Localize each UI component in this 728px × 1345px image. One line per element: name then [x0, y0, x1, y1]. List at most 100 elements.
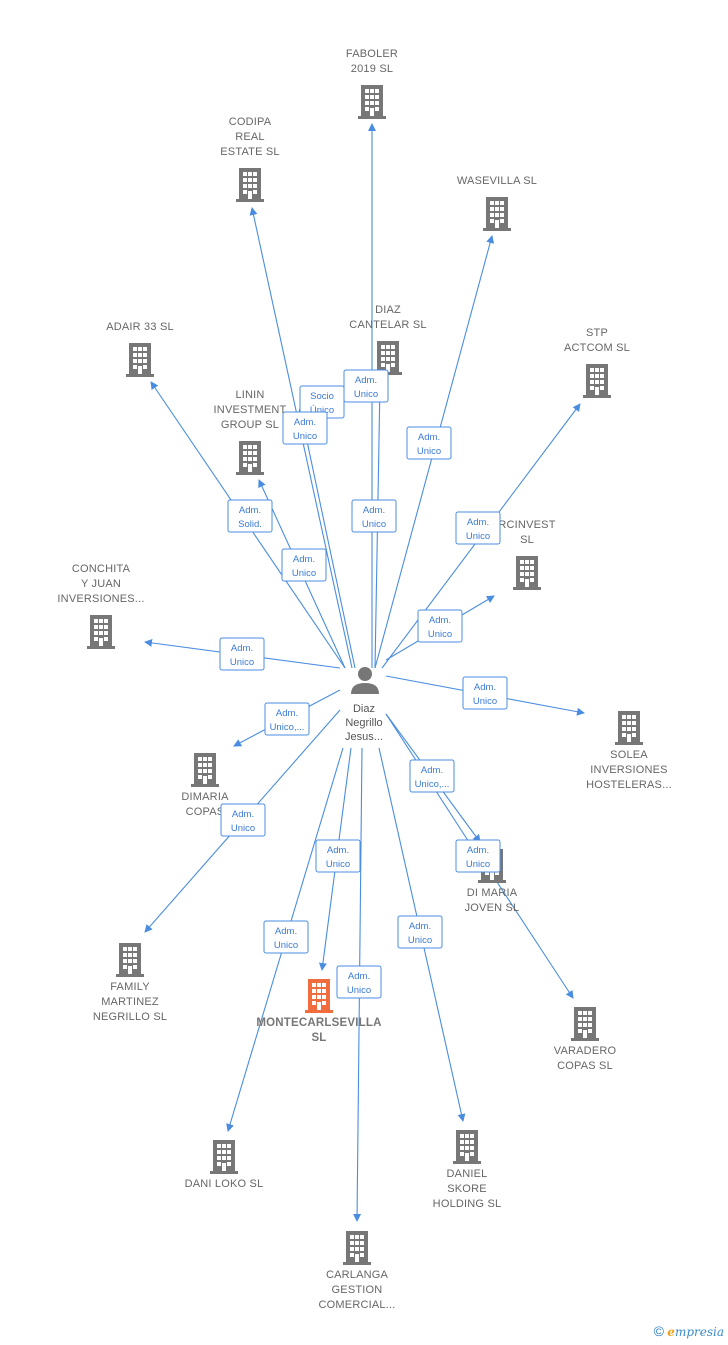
company-label: JOVEN SL	[465, 902, 520, 914]
company-node-dani-loko[interactable]: DANI LOKO SL	[185, 1140, 264, 1190]
company-label: ADAIR 33 SL	[106, 321, 174, 333]
edge-role-box	[455, 511, 501, 545]
edge-role-badge[interactable]: Adm.Unico	[282, 411, 328, 445]
edge-role-badge[interactable]: Adm.Solid.	[227, 499, 273, 533]
edge-role-text: Unico	[408, 935, 432, 946]
edge-role-box	[315, 839, 361, 873]
company-label: LININ	[235, 389, 264, 401]
edge-role-box	[263, 920, 309, 954]
edge-role-text: Adm.	[294, 417, 316, 428]
edge-role-badge[interactable]: Adm.Unico	[263, 920, 309, 954]
edge-role-box	[227, 499, 273, 533]
company-label: FAMILY	[110, 981, 150, 993]
company-node-varadero[interactable]: VARADERO COPAS SL	[554, 1007, 617, 1072]
edge-role-text: Adm.	[293, 554, 315, 565]
company-label: SOLEA	[610, 749, 648, 761]
edge-role-badge[interactable]: Adm. Unico	[455, 839, 501, 873]
building-icon	[305, 979, 333, 1013]
edge-role-badge[interactable]: Adm.Unico	[336, 965, 382, 999]
edge-role-text: Adm.	[276, 708, 298, 719]
company-label: SL	[311, 1032, 326, 1044]
company-label: HOLDING SL	[433, 1198, 502, 1210]
edge-role-box	[351, 499, 397, 533]
company-label: COMERCIAL...	[319, 1299, 396, 1311]
footer-brand: © empresia	[654, 1323, 724, 1339]
edge-role-text: Unico	[466, 531, 490, 542]
company-label: CANTELAR SL	[349, 319, 426, 331]
edge-role-text: Adm.	[474, 682, 496, 693]
building-icon	[343, 1231, 371, 1265]
edge-role-text: Adm.	[232, 809, 254, 820]
center-person-node[interactable]: Diaz Negrillo Jesus...	[345, 667, 383, 743]
edge-role-box	[397, 915, 443, 949]
building-icon	[126, 343, 154, 377]
edge-role-badge[interactable]: Adm.Unico	[315, 839, 361, 873]
edge-role-text: Adm.	[467, 845, 489, 856]
edge-role-badge[interactable]: Adm.Unico	[417, 609, 463, 643]
company-node-adair[interactable]: ADAIR 33 SL	[106, 321, 174, 377]
edge-role-badge[interactable]: Adm.Unico	[351, 499, 397, 533]
company-label: COPAS SL	[557, 1060, 613, 1072]
company-label: ESTATE SL	[220, 146, 279, 158]
company-node-solea[interactable]: SOLEAINVERSIONESHOSTELERAS...	[586, 711, 672, 791]
edge-role-badge[interactable]: Adm.Unico	[406, 426, 452, 460]
company-label: INVERSIONES...	[57, 593, 144, 605]
edge-role-badge[interactable]: Adm.Unico	[219, 637, 265, 671]
company-label: INVESTMENT	[214, 404, 287, 416]
company-label: GESTION	[332, 1284, 383, 1296]
edge-role-badge[interactable]: Adm.Unico	[455, 511, 501, 545]
edge-role-box	[409, 759, 455, 793]
building-icon	[116, 943, 144, 977]
company-label: Y JUAN	[81, 578, 121, 590]
edge-role-text: Adm.	[418, 432, 440, 443]
building-icon	[236, 441, 264, 475]
edge-role-badge[interactable]: Adm.Unico	[220, 803, 266, 837]
edge-role-badge[interactable]: Adm.Unico	[281, 548, 327, 582]
company-label: MARTINEZ	[101, 996, 159, 1008]
building-icon	[358, 85, 386, 119]
edge-role-text: Unico,...	[415, 779, 450, 790]
edge-role-text: Adm.	[275, 926, 297, 937]
edge-role-badge[interactable]: Adm. Unico,...	[264, 702, 310, 736]
company-node-wasevilla[interactable]: WASEVILLA SL	[457, 175, 537, 231]
edge-role-text: Solid.	[238, 519, 262, 530]
edge-role-box	[462, 676, 508, 710]
company-label: REAL	[235, 131, 265, 143]
company-label: ACTCOM SL	[564, 342, 630, 354]
company-label: COPAS	[186, 806, 225, 818]
edge-role-badge[interactable]: Adm.Unico	[343, 369, 389, 403]
center-label-line-2: Negrillo	[345, 717, 382, 729]
edge-role-text: Socio	[310, 391, 334, 402]
edge-role-text: Unico	[466, 859, 490, 870]
building-icon	[191, 753, 219, 787]
edge-role-text: Unico,...	[270, 722, 305, 733]
company-node-carlanga[interactable]: CARLANGAGESTIONCOMERCIAL...	[319, 1231, 396, 1311]
building-icon	[483, 197, 511, 231]
center-label-line-3: Jesus...	[345, 731, 383, 743]
empresia-logo[interactable]: empresia	[667, 1325, 724, 1339]
company-label: VARADERO	[554, 1045, 617, 1057]
edge-role-text: Adm.	[363, 505, 385, 516]
edge-role-badge[interactable]: Adm.Unico	[397, 915, 443, 949]
edge-role-box	[406, 426, 452, 460]
edge-role-text: Unico	[230, 657, 254, 668]
edge-role-badge[interactable]: Adm.Unico,...	[409, 759, 455, 793]
building-icon	[453, 1130, 481, 1164]
edge-role-badge[interactable]: Adm.Unico	[462, 676, 508, 710]
company-label: INVERSIONES	[590, 764, 667, 776]
